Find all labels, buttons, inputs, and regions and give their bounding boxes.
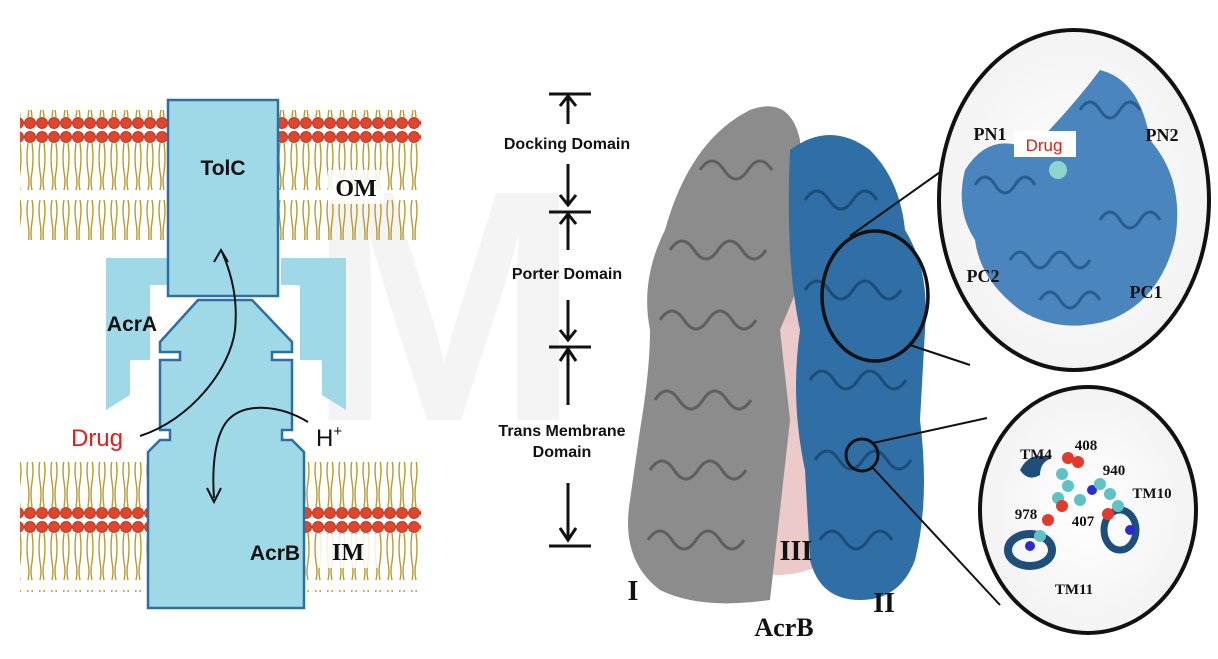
- arrow-head-down: [206, 487, 222, 505]
- tm4-label: TM4: [1020, 447, 1052, 463]
- inner-membrane-left: [20, 462, 150, 592]
- porter-drug-label: Drug: [1026, 136, 1063, 155]
- left-schematic: TolC OM AcrA Drug H+ AcrB IM: [20, 98, 421, 610]
- scale-arrow-3: [558, 211, 578, 225]
- tm-domain-label-2: Domain: [533, 444, 592, 461]
- monomer-i-label: I: [628, 576, 639, 607]
- tm-zoom-panel: TM4 408 940 TM10 978 407 TM11: [978, 385, 1198, 635]
- porter-zoom-panel: PN1 Drug PN2 PC2 PC1: [937, 28, 1211, 372]
- tolc-label: TolC: [200, 157, 245, 180]
- acra-right-shape: [281, 258, 346, 410]
- acrb-body: [146, 298, 306, 610]
- porter-connector-bottom: [909, 344, 971, 366]
- tm4-helix: [1020, 455, 1052, 478]
- drug-path-arrow: [139, 251, 237, 437]
- monomer-ii-label: II: [873, 588, 895, 619]
- om-label: OM: [335, 176, 376, 202]
- acrb-trimer: I III II AcrB: [628, 106, 1001, 642]
- residue-408-label: 408: [1075, 438, 1098, 454]
- scale-arrow-1: [558, 93, 578, 107]
- drug-label-bg: [1014, 131, 1076, 157]
- tm-zoom-marker: [844, 437, 880, 473]
- scale-arrow-5: [558, 346, 578, 362]
- proton-label: H+: [316, 423, 342, 452]
- monomer-i-helices: [646, 159, 774, 551]
- im-label-bg: [318, 534, 378, 568]
- acrb-protein-label: AcrB: [754, 613, 813, 642]
- drug-molecule: [1049, 161, 1067, 179]
- porter-connector-top: [849, 169, 944, 237]
- porter-helices: [973, 100, 1162, 310]
- residue-atoms: [1025, 452, 1135, 551]
- porter-ribbon: [961, 70, 1178, 326]
- pc1-label: PC1: [1130, 282, 1163, 302]
- porter-domain-label: Porter Domain: [512, 266, 622, 283]
- tm-connector-bottom: [871, 466, 1001, 606]
- monomer-iii-label: III: [780, 536, 813, 567]
- pc2-label: PC2: [967, 266, 1000, 286]
- arrow-head-up: [213, 248, 229, 263]
- scale-arrow-4: [558, 329, 578, 343]
- porter-zoom-marker: [820, 229, 930, 363]
- scale-arrow-6: [558, 527, 578, 543]
- inner-membrane-right: [304, 462, 421, 592]
- monomer-i-shape: [628, 106, 805, 604]
- outer-membrane-left: [20, 110, 170, 240]
- om-label-bg: [328, 170, 384, 204]
- tm-domain-label-1: Trans Membrane: [498, 423, 625, 440]
- tm11-helix: [1004, 530, 1056, 570]
- acra-left-shape: [106, 258, 168, 410]
- tm11-label: TM11: [1055, 582, 1093, 598]
- residue-978-label: 978: [1015, 507, 1038, 523]
- residue-407-label: 407: [1072, 514, 1095, 530]
- acrb-label-left: AcrB: [250, 542, 300, 565]
- tm-zoom-circle: [978, 385, 1198, 635]
- domain-scale: [549, 92, 591, 548]
- tm10-label: TM10: [1132, 486, 1171, 502]
- tm-connector-top: [872, 417, 988, 444]
- pn2-label: PN2: [1146, 125, 1179, 145]
- im-label: IM: [332, 540, 364, 566]
- residue-940-label: 940: [1103, 463, 1126, 479]
- scale-arrow-2: [558, 194, 578, 208]
- acra-label: AcrA: [107, 313, 157, 336]
- tolc-channel: [166, 98, 280, 298]
- proton-path-arrow: [212, 406, 309, 499]
- pn1-label: PN1: [974, 124, 1007, 144]
- monomer-ii-shape: [788, 135, 926, 600]
- docking-domain-label: Docking Domain: [504, 136, 630, 153]
- drug-label: Drug: [71, 425, 123, 452]
